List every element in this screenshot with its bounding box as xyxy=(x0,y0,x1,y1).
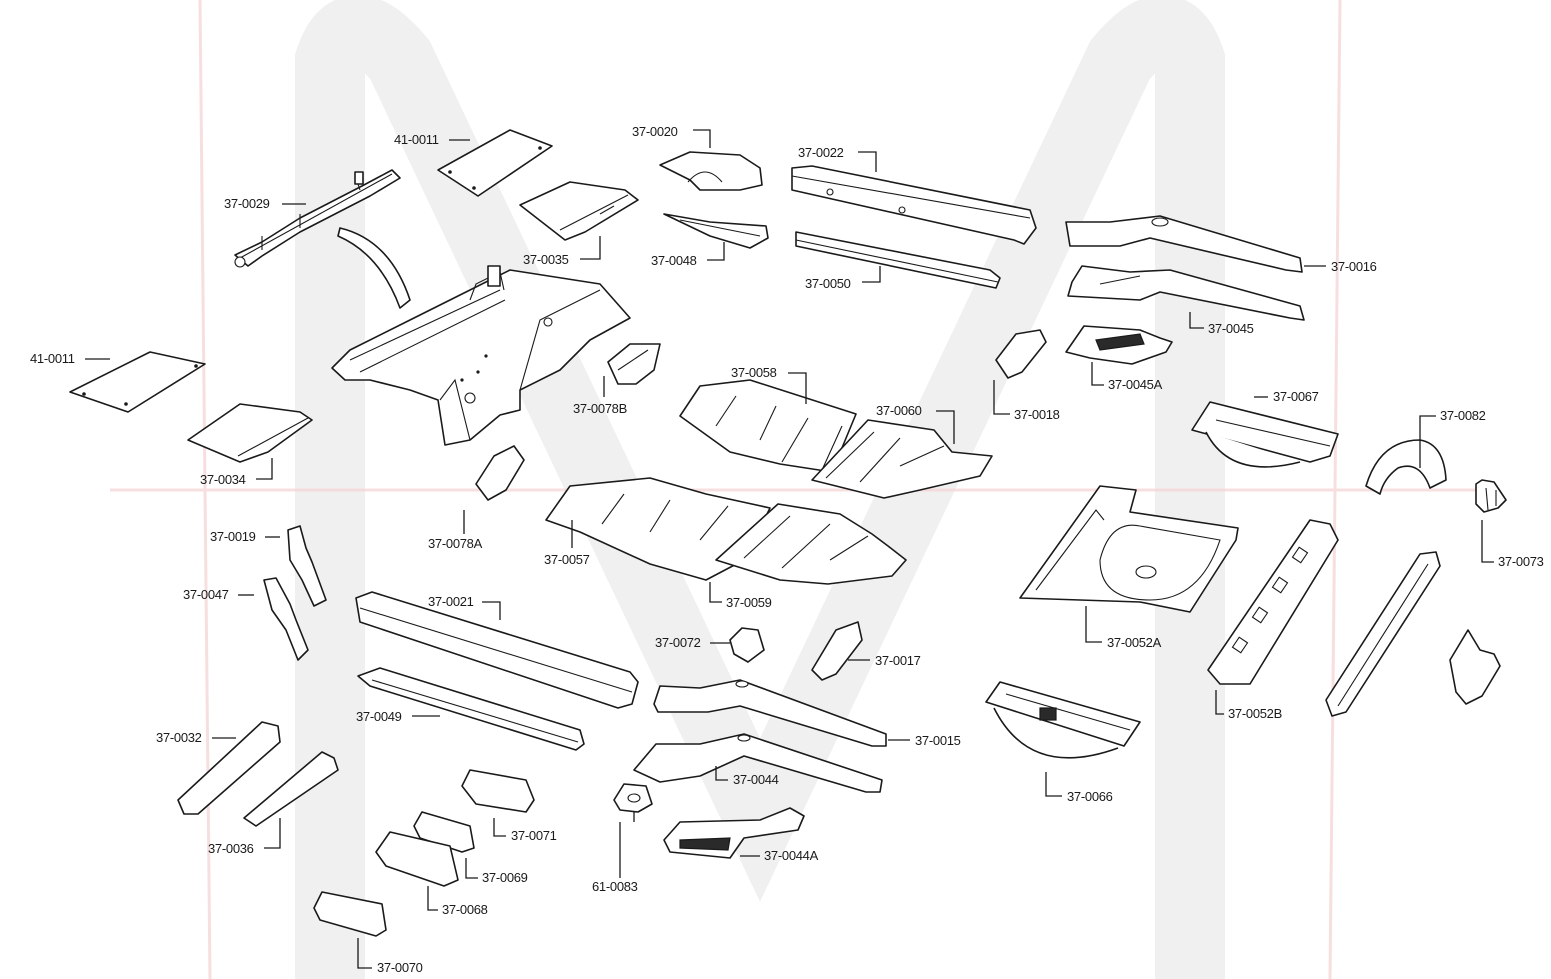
label-37-0044A: 37-0044A xyxy=(764,848,818,863)
label-37-0059: 37-0059 xyxy=(726,595,772,610)
part-61-0083 xyxy=(613,783,653,822)
part-37-0017 xyxy=(811,621,863,681)
label-37-0015: 37-0015 xyxy=(915,733,961,748)
part-37-0036 xyxy=(243,751,339,827)
label-37-0057: 37-0057 xyxy=(544,552,590,567)
part-37-0059-floor-pan xyxy=(715,503,907,585)
part-37-0050 xyxy=(795,231,1001,289)
part-41-0011-upper-plate xyxy=(437,129,553,197)
part-37-0020 xyxy=(659,151,763,191)
watermark xyxy=(110,0,1480,979)
label-37-0016: 37-0016 xyxy=(1331,259,1377,274)
part-37-0045A xyxy=(1065,325,1173,365)
part-37-0068 xyxy=(375,831,459,887)
label-37-0029: 37-0029 xyxy=(224,196,270,211)
part-37-0035 xyxy=(519,181,639,241)
label-37-0052B: 37-0052B xyxy=(1228,706,1282,721)
part-37-0069 xyxy=(413,811,475,853)
label-37-0066: 37-0066 xyxy=(1067,789,1113,804)
label-37-0034: 37-0034 xyxy=(200,472,246,487)
part-37-0022-sill xyxy=(791,165,1037,245)
label-37-0021: 37-0021 xyxy=(428,594,474,609)
label-37-0044: 37-0044 xyxy=(733,772,779,787)
label-37-0035: 37-0035 xyxy=(523,252,569,267)
part-37-0047 xyxy=(263,577,309,661)
label-37-0048: 37-0048 xyxy=(651,253,697,268)
part-37-0015-frame-rail xyxy=(653,679,887,747)
label-37-0068: 37-0068 xyxy=(442,902,488,917)
label-37-0045: 37-0045 xyxy=(1208,321,1254,336)
part-37-0044A xyxy=(663,807,805,859)
part-rear-bracket xyxy=(1449,629,1501,705)
part-37-0018 xyxy=(995,329,1047,379)
part-37-0052B xyxy=(1207,519,1339,685)
part-37-0057-floor-pan xyxy=(545,477,771,581)
part-37-0019 xyxy=(287,525,327,607)
part-37-0048 xyxy=(663,213,769,249)
part-37-0052A-trunk-floor xyxy=(1019,485,1239,613)
label-37-0067: 37-0067 xyxy=(1273,389,1319,404)
label-37-0078B: 37-0078B xyxy=(573,401,627,416)
part-37-0082 xyxy=(1365,439,1447,495)
label-41-0011-upper: 41-0011 xyxy=(394,132,439,147)
part-37-0067-spare-well xyxy=(1191,401,1339,468)
part-37-0049 xyxy=(357,667,585,751)
part-37-0078B xyxy=(607,343,661,385)
part-rear-rail xyxy=(1325,551,1441,717)
part-37-0032 xyxy=(177,721,281,815)
part-37-0021-sill xyxy=(355,591,639,709)
part-37-0078A xyxy=(475,445,525,501)
part-37-0034 xyxy=(187,403,313,463)
part-bulkhead-assembly xyxy=(331,265,631,446)
label-37-0018: 37-0018 xyxy=(1014,407,1060,422)
label-37-0049: 37-0049 xyxy=(356,709,402,724)
part-37-0058-floor-pan xyxy=(679,379,857,473)
part-37-0016 xyxy=(1065,215,1303,273)
part-37-0045 xyxy=(1067,265,1305,321)
label-37-0019: 37-0019 xyxy=(210,529,256,544)
part-37-0066-spare-well xyxy=(985,681,1141,759)
label-37-0082: 37-0082 xyxy=(1440,408,1486,423)
label-37-0022: 37-0022 xyxy=(798,145,844,160)
label-37-0058: 37-0058 xyxy=(731,365,777,380)
part-37-0071 xyxy=(461,769,535,813)
part-37-0044 xyxy=(633,733,883,793)
direction-arrow xyxy=(337,227,411,309)
part-37-0072 xyxy=(729,627,765,663)
label-37-0071: 37-0071 xyxy=(511,828,557,843)
label-37-0073: 37-0073 xyxy=(1498,554,1544,569)
part-41-0011-lower-plate xyxy=(69,351,206,413)
part-37-0060-floor-pan xyxy=(811,419,993,499)
label-37-0060: 37-0060 xyxy=(876,403,922,418)
label-61-0083: 61-0083 xyxy=(592,879,638,894)
part-37-0029-crossmember xyxy=(234,169,401,268)
label-37-0052A: 37-0052A xyxy=(1107,635,1161,650)
label-37-0072: 37-0072 xyxy=(655,635,701,650)
label-37-0020: 37-0020 xyxy=(632,124,678,139)
label-37-0047: 37-0047 xyxy=(183,587,229,602)
label-37-0036: 37-0036 xyxy=(208,841,254,856)
label-37-0017: 37-0017 xyxy=(875,653,921,668)
part-37-0070 xyxy=(313,891,387,937)
part-37-0073 xyxy=(1475,479,1507,513)
label-37-0070: 37-0070 xyxy=(377,960,423,975)
label-41-0011-lower: 41-0011 xyxy=(30,351,75,366)
label-37-0050: 37-0050 xyxy=(805,276,851,291)
label-37-0078A: 37-0078A xyxy=(428,536,482,551)
label-37-0069: 37-0069 xyxy=(482,870,528,885)
leader-lines xyxy=(85,129,1494,969)
label-37-0045A: 37-0045A xyxy=(1108,377,1162,392)
label-37-0032: 37-0032 xyxy=(156,730,202,745)
